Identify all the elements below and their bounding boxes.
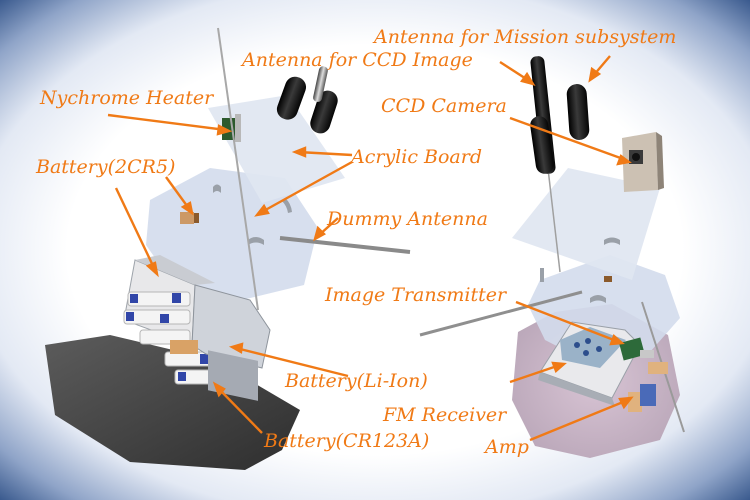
ccd-camera-part: [622, 132, 664, 192]
label-acrylic-board: Acrylic Board: [351, 146, 482, 168]
right-acrylic-board: [512, 168, 660, 280]
label-amp: Amp: [485, 436, 529, 458]
label-nychrome-heater: Nychrome Heater: [40, 87, 214, 109]
battery-blue-labels: [126, 293, 209, 381]
label-antenna-ccd: Antenna for CCD Image: [242, 49, 473, 71]
right-electronics: [538, 321, 668, 412]
right-long-rod: [419, 290, 583, 337]
label-dummy-antenna: Dummy Antenna: [327, 208, 488, 230]
left-acrylic-board: [208, 95, 345, 203]
left-wood-block: [170, 340, 198, 354]
right-acrylic-clips: [540, 237, 620, 303]
right-antenna-wire: [546, 159, 561, 273]
label-battery-liion: Battery(Li-Ion): [285, 370, 428, 392]
label-fm-receiver: FM Receiver: [383, 404, 507, 426]
right-black-antennas: [530, 56, 590, 174]
label-battery-2cr5: Battery(2CR5): [36, 156, 176, 178]
leader-lines: [107, 55, 634, 442]
label-ccd-camera: CCD Camera: [381, 95, 507, 117]
left-acrylic-clips: [213, 184, 292, 245]
left-mast: [217, 27, 259, 311]
label-antenna-mission: Antenna for Mission subsystem: [374, 26, 677, 48]
left-acrylic-disk: [146, 168, 318, 300]
left-black-antennas: [276, 66, 338, 134]
label-image-transmitter: Image Transmitter: [325, 284, 507, 306]
left-base-plate: [45, 335, 300, 470]
label-battery-cr123a: Battery(CR123A): [264, 430, 430, 452]
left-dummy-antenna: [279, 236, 411, 254]
left-battery-2cr5-part: [180, 212, 199, 224]
